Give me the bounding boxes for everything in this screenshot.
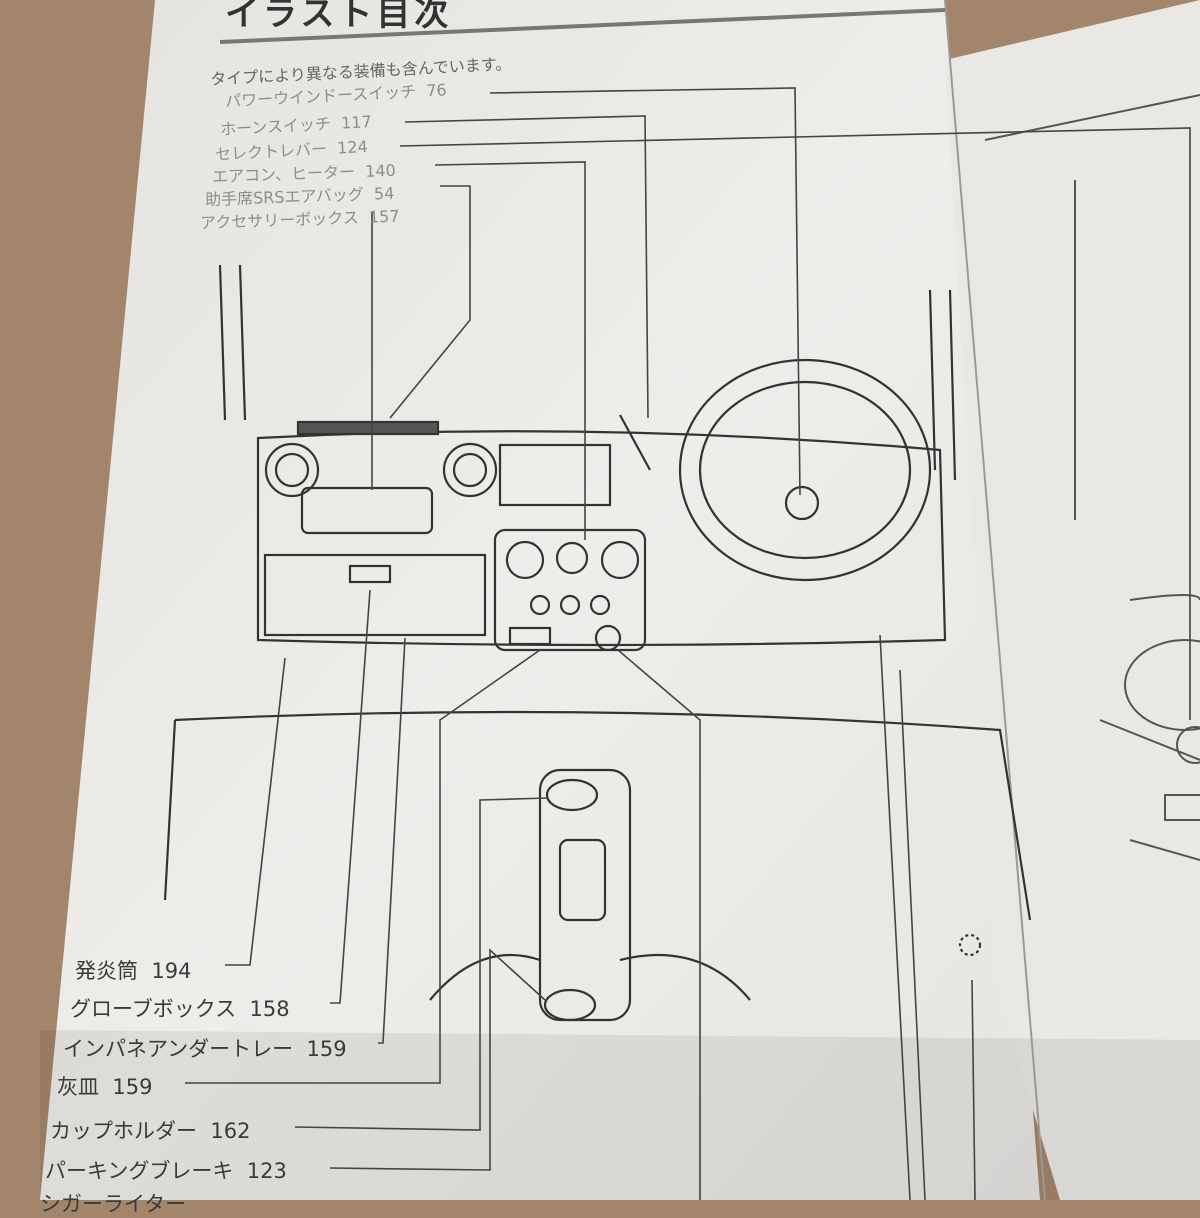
left-page: [40, 0, 1040, 1200]
dashboard-illustration: [163, 264, 1032, 1022]
label-parking-brake: パーキングブレーキ 123: [45, 1159, 287, 1183]
label-flare: 発炎筒 194: [75, 959, 192, 983]
right-page: [945, 0, 1200, 1200]
leader-lines: [185, 87, 1191, 1200]
label-glove-box: グローブボックス 158: [70, 997, 290, 1021]
label-cigarette-lighter: シガーライター: [40, 1192, 187, 1216]
right-page-illustration: [1074, 180, 1200, 861]
label-instrument-under-tray: インパネアンダートレー 159: [63, 1037, 347, 1061]
page-title: イラスト目次: [225, 0, 453, 34]
label-cup-holder: カップホルダー 162: [50, 1119, 251, 1143]
label-ashtray: 灰皿 159: [57, 1075, 153, 1099]
